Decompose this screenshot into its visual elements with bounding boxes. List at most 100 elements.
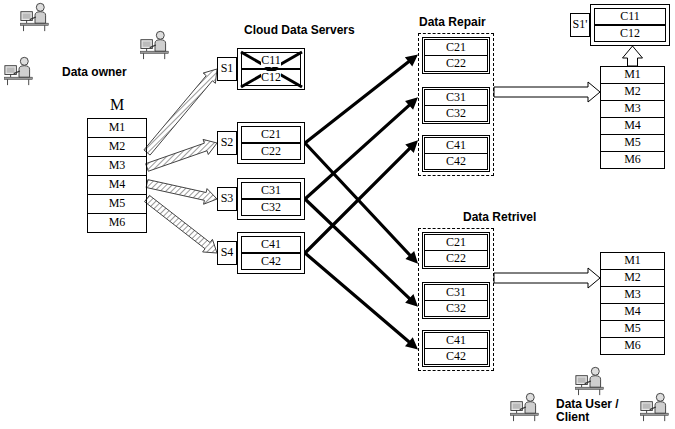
cell-text: M2 — [109, 140, 126, 153]
cell-text: M3 — [624, 288, 641, 301]
result-arrow — [623, 46, 643, 66]
cell-text: C41 — [446, 334, 466, 347]
cell-text: M1 — [624, 254, 641, 267]
cell-text: M4 — [624, 305, 641, 318]
block-cell: C41 — [424, 332, 488, 349]
transfer-arrow — [304, 97, 418, 200]
owner-icon — [140, 31, 168, 59]
cell-text: M3 — [624, 102, 641, 115]
cell-text: M6 — [624, 153, 641, 166]
server-label-box: S3 — [217, 187, 237, 211]
result-arrow — [494, 268, 600, 288]
cell-text: C42 — [446, 350, 466, 363]
user-icon — [575, 367, 603, 395]
cell-text: M2 — [624, 271, 641, 284]
caption-label: Cloud Data Servers — [244, 24, 355, 37]
upload-arrow — [145, 195, 217, 253]
cell-text: M2 — [624, 85, 641, 98]
block-cell: M3 — [600, 100, 665, 118]
owner-icon — [4, 57, 32, 85]
block-cell: C21 — [424, 39, 488, 56]
block-cell: M6 — [600, 151, 665, 169]
block-cell: C21 — [241, 126, 301, 143]
cell-text: C42 — [261, 255, 281, 268]
transfer-arrow — [304, 140, 418, 254]
block-cell: C22 — [424, 55, 488, 72]
cell-text: C31 — [261, 184, 281, 197]
cell-text: C31 — [446, 286, 466, 299]
cloud-server: S1 C11C12 — [217, 48, 305, 90]
group-box: Data RepairC21C22C31C32C41C42 — [418, 33, 494, 176]
owner-icon — [20, 3, 48, 31]
transfer-arrow — [304, 198, 418, 307]
block-cell: C21 — [424, 234, 488, 251]
block-cell: M6 — [87, 213, 147, 233]
cell-text: C22 — [261, 145, 281, 158]
cell-text: C31 — [446, 91, 466, 104]
cell-text: C21 — [446, 236, 466, 249]
cell-text: M5 — [624, 322, 641, 335]
transfer-arrow — [304, 54, 418, 144]
block-cell: C42 — [424, 153, 488, 170]
user-icon — [510, 393, 538, 421]
block-cell: C41 — [424, 137, 488, 154]
block-cell: C42 — [241, 253, 301, 270]
cell-text: M4 — [624, 119, 641, 132]
failure-cross — [241, 52, 302, 87]
cell-text: M1 — [624, 68, 641, 81]
cell-text: M3 — [109, 159, 126, 172]
cell-text: C22 — [446, 57, 466, 70]
cell-text: C32 — [446, 302, 466, 315]
caption-label: Data owner — [62, 66, 127, 79]
block-cell: M4 — [600, 303, 665, 321]
cloud-server: S3 C31C32 — [217, 178, 305, 220]
block-cell: C31 — [424, 89, 488, 106]
server-name: S4 — [221, 246, 234, 259]
block-cell: M3 — [87, 156, 147, 176]
block-cell: C32 — [424, 300, 488, 317]
block-cell: M6 — [600, 337, 665, 355]
cell-text: C21 — [446, 41, 466, 54]
cell-text: C41 — [446, 139, 466, 152]
cell-text: C22 — [446, 252, 466, 265]
server-name: S1 — [221, 62, 234, 75]
cell-text: M1 — [109, 121, 126, 134]
block-cell: C32 — [424, 105, 488, 122]
block-cell: C12 — [594, 25, 666, 42]
message-stack: MM1M2M3M4M5M6 — [87, 118, 147, 233]
server-label-box: S4 — [217, 241, 237, 265]
server-name: S2 — [221, 136, 234, 149]
block-cell: C11 — [241, 52, 301, 69]
cell-text: C21 — [261, 128, 281, 141]
group-title: Data Retrivel — [463, 210, 536, 224]
server-label-box: S1 — [217, 57, 237, 81]
block-cell: C42 — [424, 348, 488, 365]
block-cell: C11 — [594, 8, 666, 25]
cell-text: M6 — [109, 216, 126, 229]
block-cell: M5 — [600, 320, 665, 338]
block-cell: M1 — [600, 252, 665, 270]
cell-text: C42 — [446, 155, 466, 168]
group-title: Data Repair — [419, 15, 486, 29]
cell-text: C41 — [261, 238, 281, 251]
block-cell: M1 — [600, 66, 665, 84]
block-cell: M2 — [87, 137, 147, 157]
block-cell: M3 — [600, 286, 665, 304]
server-label-box: S1' — [570, 13, 590, 37]
block-cell: C32 — [241, 199, 301, 216]
result-arrow — [494, 82, 600, 102]
failure-cross — [241, 52, 302, 87]
block-cell: C12 — [241, 69, 301, 86]
cloud-server: S4 C41C42 — [217, 232, 305, 274]
cell-text: C32 — [261, 201, 281, 214]
block-cell: C41 — [241, 236, 301, 253]
block-cell: M2 — [600, 83, 665, 101]
block-cell: M5 — [87, 194, 147, 214]
group-box: Data RetrivelC21C22C31C32C41C42 — [418, 228, 494, 371]
cell-text: C32 — [446, 107, 466, 120]
transfer-arrow — [304, 142, 418, 264]
user-icon — [640, 393, 668, 421]
